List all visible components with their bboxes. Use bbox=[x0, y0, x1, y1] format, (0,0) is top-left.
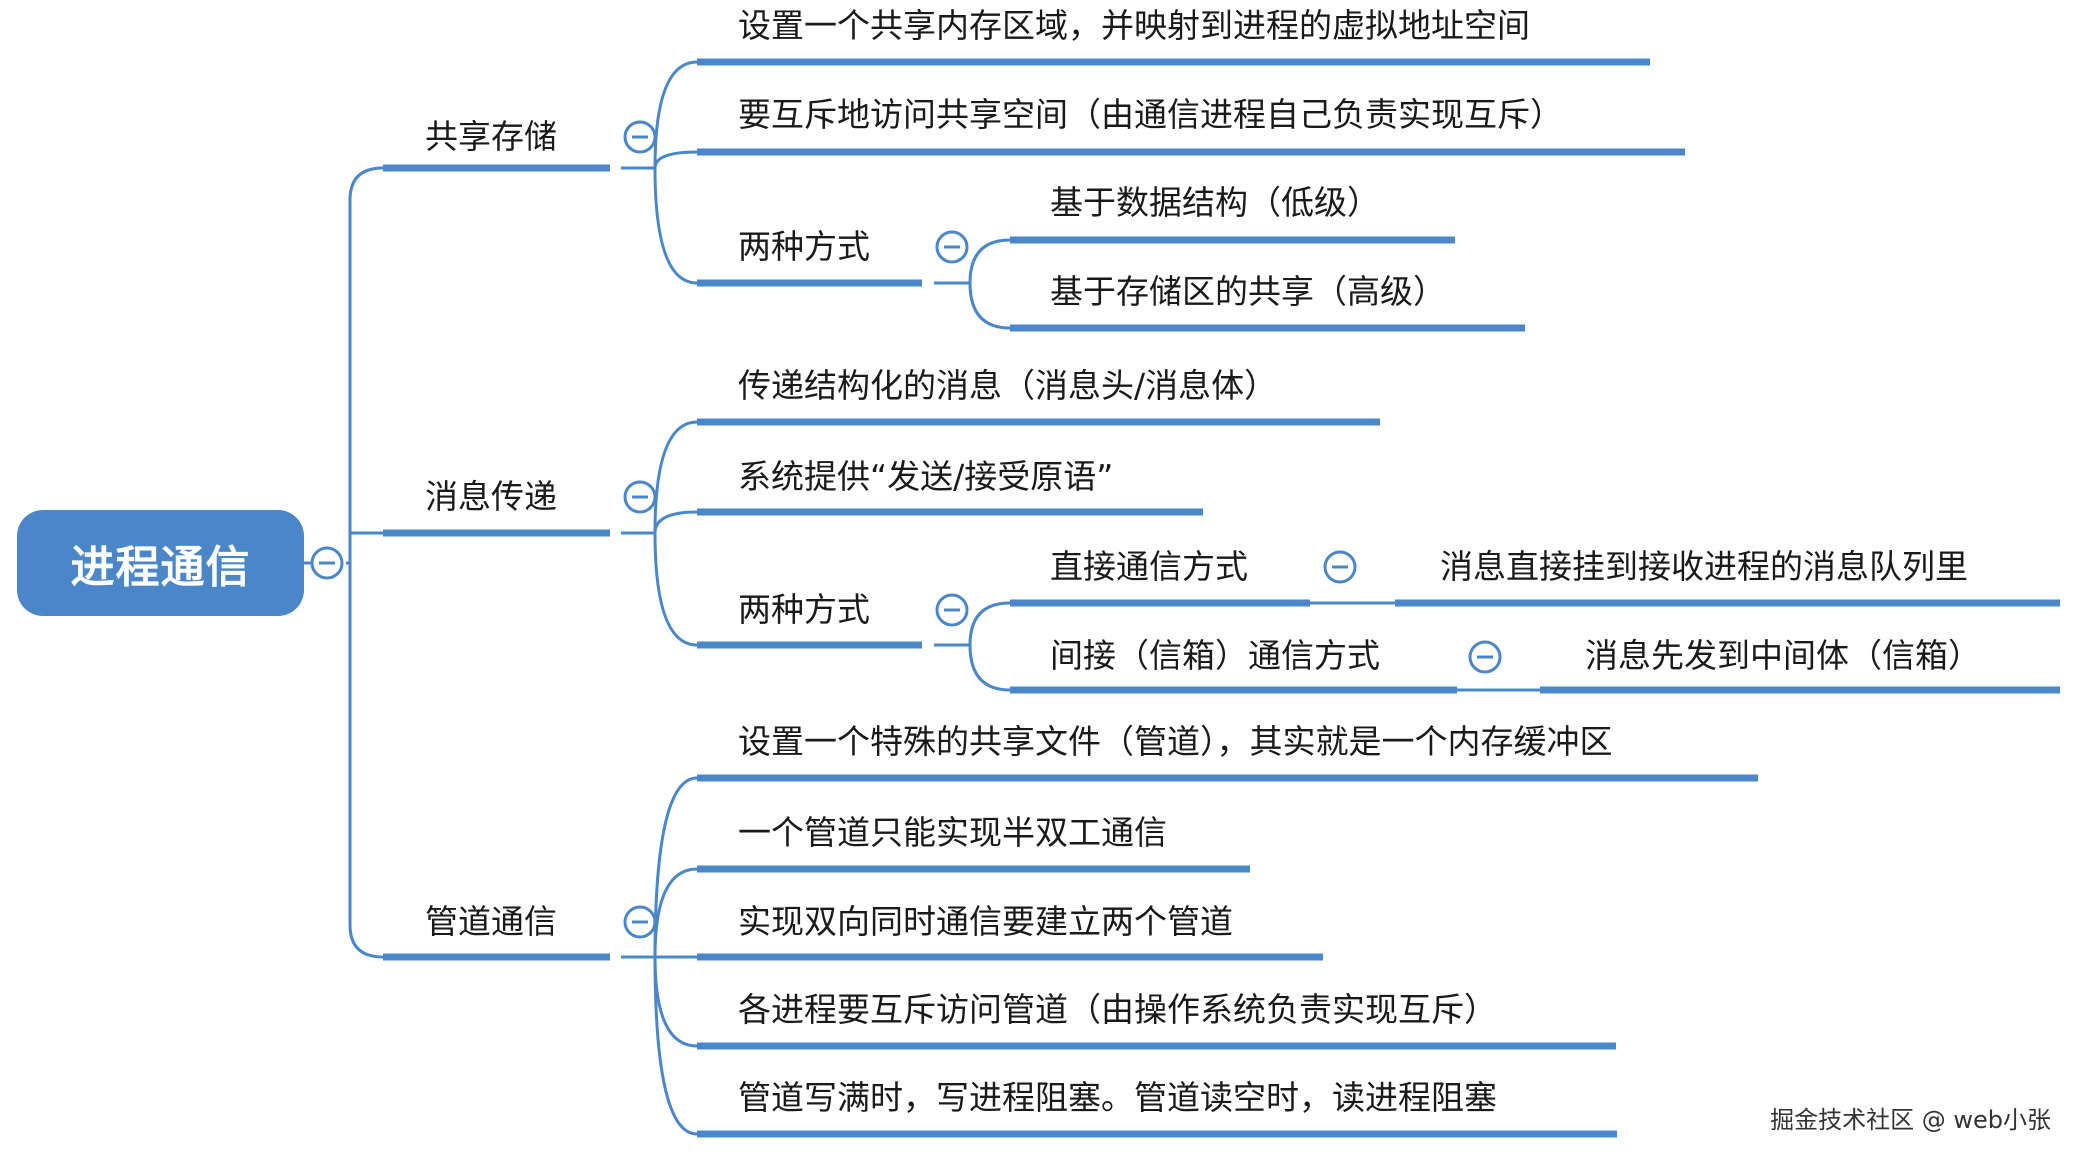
watermark: 掘金技术社区 @ web小张 bbox=[1770, 1106, 2051, 1134]
collapse-direct-icon[interactable] bbox=[1323, 550, 1357, 584]
connector-message-1 bbox=[653, 420, 698, 534]
node-message-item-1[interactable]: 传递结构化的消息（消息头/消息体） bbox=[738, 366, 1278, 405]
connector-pipe-1 bbox=[653, 776, 698, 958]
trunk-level1 bbox=[348, 166, 384, 959]
collapse-indirect-icon[interactable] bbox=[1468, 640, 1502, 674]
node-pipe-item-3[interactable]: 实现双向同时通信要建立两个管道 bbox=[738, 902, 1233, 941]
connector-shared-1 bbox=[653, 60, 698, 169]
connector-shared-ways-a bbox=[968, 238, 1011, 284]
node-indirect-detail[interactable]: 消息先发到中间体（信箱） bbox=[1585, 636, 1981, 675]
node-direct[interactable]: 直接通信方式 bbox=[1050, 547, 1248, 586]
node-pipe-item-1[interactable]: 设置一个特殊的共享文件（管道），其实就是一个内存缓冲区 bbox=[738, 722, 1613, 761]
connector-pipe-4 bbox=[653, 956, 698, 1048]
node-direct-detail[interactable]: 消息直接挂到接收进程的消息队列里 bbox=[1440, 547, 1968, 586]
node-message-item-2[interactable]: 系统提供“发送/接受原语” bbox=[738, 457, 1114, 496]
connector-shared-2 bbox=[653, 150, 698, 169]
collapse-root-icon[interactable] bbox=[310, 546, 344, 580]
node-indirect[interactable]: 间接（信箱）通信方式 bbox=[1050, 636, 1380, 675]
node-message-two-ways[interactable]: 两种方式 bbox=[738, 590, 870, 629]
collapse-message-icon[interactable] bbox=[623, 480, 657, 514]
connector-shared-ways-b bbox=[968, 282, 1011, 330]
node-shared-way-b[interactable]: 基于存储区的共享（高级） bbox=[1050, 272, 1446, 311]
connector-pipe-5 bbox=[653, 956, 698, 1136]
collapse-pipe-icon[interactable] bbox=[623, 905, 657, 939]
collapse-message-ways-icon[interactable] bbox=[935, 593, 969, 627]
node-shared-storage[interactable]: 共享存储 bbox=[425, 117, 557, 156]
node-shared-way-a[interactable]: 基于数据结构（低级） bbox=[1050, 183, 1380, 222]
collapse-shared-icon[interactable] bbox=[623, 120, 657, 154]
connector-message-2 bbox=[653, 510, 698, 534]
connector-message-3 bbox=[653, 532, 698, 647]
node-message-passing[interactable]: 消息传递 bbox=[425, 477, 557, 516]
connector-message-ways-indirect bbox=[968, 644, 1011, 692]
node-pipe-item-4[interactable]: 各进程要互斥访问管道（由操作系统负责实现互斥） bbox=[738, 990, 1497, 1029]
root-node[interactable]: 进程通信 bbox=[17, 510, 304, 616]
node-shared-two-ways[interactable]: 两种方式 bbox=[738, 227, 870, 266]
connector-message-ways-direct bbox=[968, 601, 1011, 646]
node-shared-item-2[interactable]: 要互斥地访问共享空间（由通信进程自己负责实现互斥） bbox=[738, 95, 1563, 134]
node-shared-item-1[interactable]: 设置一个共享内存区域，并映射到进程的虚拟地址空间 bbox=[738, 6, 1530, 45]
connector-pipe-2 bbox=[653, 867, 698, 958]
root-node-label: 进程通信 bbox=[70, 542, 251, 593]
collapse-shared-ways-icon[interactable] bbox=[935, 230, 969, 264]
connector-shared-3 bbox=[653, 167, 698, 285]
node-pipe-item-5[interactable]: 管道写满时，写进程阻塞。管道读空时，读进程阻塞 bbox=[738, 1078, 1497, 1117]
node-pipe-item-2[interactable]: 一个管道只能实现半双工通信 bbox=[738, 813, 1167, 852]
node-pipe[interactable]: 管道通信 bbox=[425, 902, 557, 941]
